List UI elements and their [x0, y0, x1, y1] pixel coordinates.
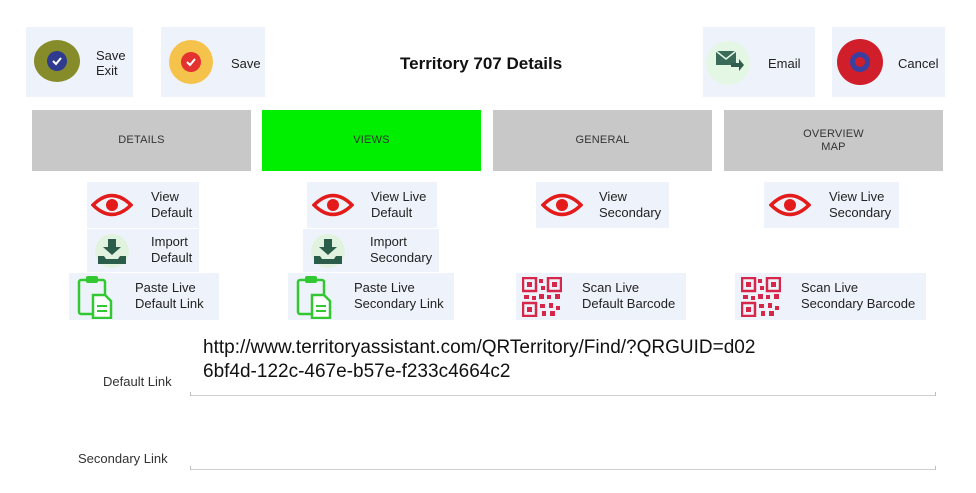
view-secondary-label: View Secondary — [599, 189, 662, 220]
tab-label: DETAILS — [118, 134, 165, 146]
download-tray-icon — [311, 234, 345, 268]
clipboard-icon — [296, 276, 332, 319]
import-default-label: Import Default — [151, 234, 193, 265]
view-default-label: View Default — [151, 189, 193, 220]
view-live-secondary-button[interactable]: View Live Secondary — [764, 182, 899, 228]
tab-views[interactable]: VIEWS — [262, 110, 481, 171]
tab-details[interactable]: DETAILS — [32, 110, 251, 171]
page-title: Territory 707 Details — [400, 54, 563, 73]
paste-live-default-button[interactable]: Paste Live Default Link — [69, 273, 219, 320]
eye-icon — [769, 193, 811, 217]
eye-icon — [541, 193, 583, 217]
cancel-button[interactable]: Cancel — [832, 27, 945, 97]
scan-live-secondary-label: Scan Live Secondary Barcode — [801, 280, 916, 311]
default-link-field[interactable]: http://www.territoryassistant.com/QRTerr… — [190, 334, 936, 396]
import-default-button[interactable]: Import Default — [87, 229, 199, 272]
email-button[interactable]: Email — [703, 27, 815, 97]
eye-icon — [312, 193, 354, 217]
save-exit-label: Save Exit — [96, 48, 126, 78]
view-live-secondary-label: View Live Secondary — [829, 189, 892, 220]
default-link-label: Default Link — [103, 374, 172, 389]
save-exit-button[interactable]: Save Exit — [26, 27, 133, 97]
cancel-label: Cancel — [898, 56, 939, 71]
check-circle-icon — [34, 40, 80, 82]
secondary-link-field[interactable] — [190, 446, 936, 470]
import-secondary-button[interactable]: Import Secondary — [303, 229, 439, 272]
scan-live-secondary-button[interactable]: Scan Live Secondary Barcode — [735, 273, 926, 320]
scan-live-default-button[interactable]: Scan Live Default Barcode — [516, 273, 686, 320]
save-button[interactable]: Save — [161, 27, 265, 97]
tab-label: VIEWS — [353, 134, 390, 146]
cancel-circle-icon — [837, 39, 883, 85]
tab-label: OVERVIEW MAP — [803, 127, 864, 153]
secondary-link-label: Secondary Link — [78, 451, 168, 466]
paste-live-secondary-label: Paste Live Secondary Link — [354, 280, 444, 311]
tab-overview-map[interactable]: OVERVIEW MAP — [724, 110, 943, 171]
email-label: Email — [768, 56, 801, 71]
eye-icon — [91, 193, 133, 217]
check-circle-icon — [169, 40, 213, 84]
scan-live-default-label: Scan Live Default Barcode — [582, 280, 676, 311]
download-tray-icon — [95, 234, 129, 268]
view-live-default-button[interactable]: View Live Default — [307, 182, 437, 228]
qr-code-icon — [522, 277, 562, 317]
default-link-value: http://www.territoryassistant.com/QRTerr… — [203, 337, 756, 382]
paste-live-default-label: Paste Live Default Link — [135, 280, 204, 311]
qr-code-icon — [741, 277, 781, 317]
tab-general[interactable]: GENERAL — [493, 110, 712, 171]
view-default-button[interactable]: View Default — [87, 182, 199, 228]
paste-live-secondary-button[interactable]: Paste Live Secondary Link — [288, 273, 454, 320]
view-live-default-label: View Live Default — [371, 189, 427, 220]
save-label: Save — [231, 56, 261, 71]
tab-label: GENERAL — [575, 134, 630, 146]
import-secondary-label: Import Secondary — [370, 234, 433, 265]
email-send-icon — [706, 41, 750, 85]
clipboard-icon — [77, 276, 113, 319]
view-secondary-button[interactable]: View Secondary — [536, 182, 669, 228]
